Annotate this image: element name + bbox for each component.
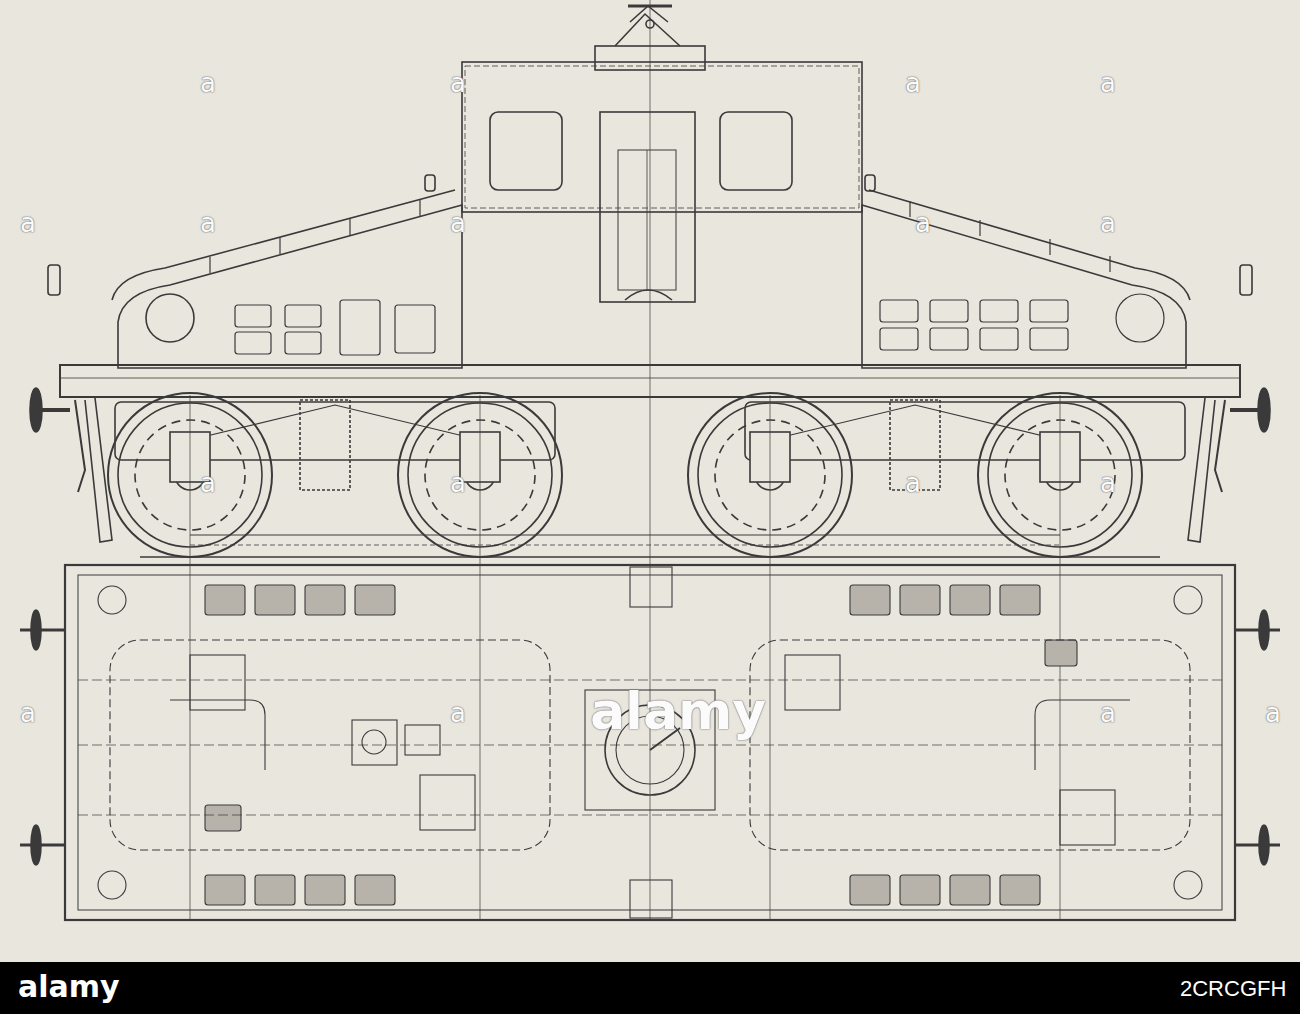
watermark-logo: alamy	[590, 685, 766, 737]
brand-logo: alamy	[18, 972, 120, 1002]
watermark-letter: a	[450, 700, 466, 726]
watermark-letter: a	[905, 70, 921, 96]
watermark-letter: a	[450, 470, 466, 496]
watermark-letter: a	[1100, 70, 1116, 96]
watermark-letter: a	[1100, 700, 1116, 726]
watermark-letter: a	[1265, 700, 1281, 726]
watermark-letter: a	[200, 470, 216, 496]
watermark-letter: a	[450, 70, 466, 96]
watermark-letter: a	[200, 70, 216, 96]
footer-bar	[0, 962, 1300, 1014]
watermark-letter: a	[20, 700, 36, 726]
watermark-letter: a	[1100, 210, 1116, 236]
watermark-letter: a	[915, 210, 931, 236]
image-id: 2CRCGFH	[1180, 978, 1286, 1000]
watermark-letter: a	[20, 210, 36, 236]
watermark-letter: a	[1100, 470, 1116, 496]
watermark-letter: a	[450, 210, 466, 236]
watermark-letter: a	[905, 470, 921, 496]
watermark-letter: a	[200, 210, 216, 236]
